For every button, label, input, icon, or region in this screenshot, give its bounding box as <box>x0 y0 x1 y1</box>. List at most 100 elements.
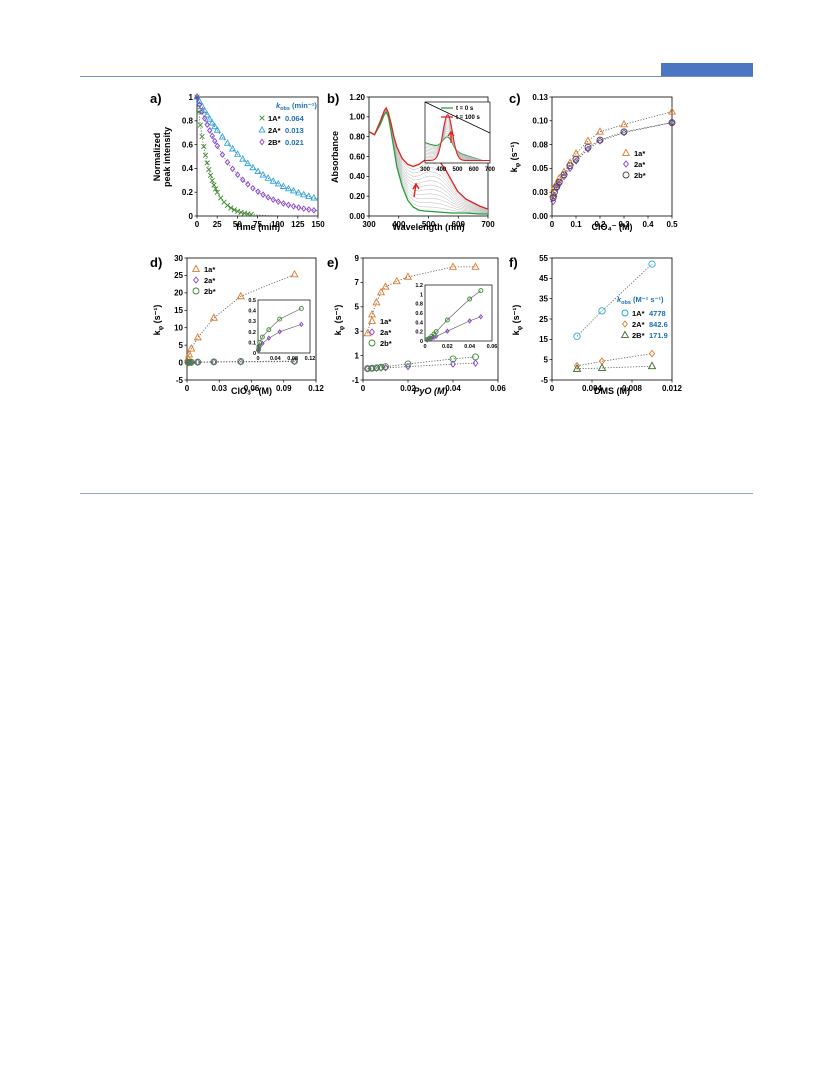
fit-curve <box>576 263 653 337</box>
data-point <box>572 155 580 163</box>
inset-y-tick-label: 0.8 <box>415 302 423 308</box>
data-point <box>368 364 376 372</box>
inset-y-tick-label: 0.1 <box>248 340 256 346</box>
legend-marker <box>258 125 266 133</box>
inset-arrow <box>447 130 455 143</box>
data-point <box>223 139 232 146</box>
data-point <box>187 344 196 352</box>
inset-x-tick-label: 600 <box>469 167 480 173</box>
legend-label: 1a* <box>380 317 391 326</box>
legend-label: 2a* <box>204 276 215 285</box>
inset-point <box>298 306 304 311</box>
data-point <box>274 179 282 187</box>
plot-frame <box>551 96 673 217</box>
data-point <box>211 122 219 130</box>
data-point <box>291 357 298 365</box>
data-point <box>449 355 457 363</box>
legend-marker <box>192 287 200 295</box>
y-tick-label: 10 <box>174 324 183 333</box>
data-point <box>224 158 231 166</box>
data-point <box>193 332 202 341</box>
data-point <box>556 180 563 188</box>
data-point <box>270 196 276 203</box>
fit-curve <box>551 122 673 202</box>
plot-frame <box>551 257 673 381</box>
legend-value: 171.9 <box>649 331 668 340</box>
legend-label: 2a* <box>380 328 391 337</box>
series-1A* <box>573 260 656 340</box>
x-axis-label: DMS (M) <box>594 386 630 396</box>
legend-label: 2B* <box>268 138 281 147</box>
inset-point <box>277 329 282 335</box>
data-point <box>595 127 605 135</box>
data-point <box>597 363 607 372</box>
x-tick-label: 700 <box>481 220 495 229</box>
x-tick-label: 600 <box>452 220 466 229</box>
data-point <box>203 110 211 118</box>
fit-curve <box>551 111 673 199</box>
x-tick-label: 0.1 <box>570 220 582 229</box>
y-tick-label: 1.00 <box>349 113 365 122</box>
data-point <box>381 282 390 290</box>
legend-label: 2A* <box>632 320 645 329</box>
data-point <box>237 358 245 365</box>
data-point <box>264 174 272 181</box>
data-point <box>209 177 215 184</box>
data-point <box>572 364 582 372</box>
data-point <box>245 180 251 188</box>
x-tick-label: 0.09 <box>276 384 292 393</box>
y-tick-label: -5 <box>541 376 549 385</box>
data-point <box>244 159 252 167</box>
legend-marker <box>621 148 631 156</box>
fit-curve <box>186 274 295 363</box>
legend-marker <box>259 138 265 146</box>
x-tick-label: 0 <box>195 220 200 229</box>
series-2b* <box>364 353 479 373</box>
data-point <box>559 167 569 175</box>
data-point <box>202 152 209 158</box>
data-point <box>619 119 629 128</box>
x-tick-label: 75 <box>253 220 262 229</box>
fit-curve <box>196 96 318 217</box>
x-tick-label: 0.012 <box>662 384 683 393</box>
data-point <box>211 182 217 188</box>
data-point <box>218 132 227 140</box>
data-point <box>550 188 558 196</box>
data-point <box>648 349 656 358</box>
y-tick-label: 0.00 <box>532 212 548 221</box>
y-tick-label: 20 <box>174 289 183 298</box>
data-point <box>231 207 237 213</box>
y-axis-label: kφ (s⁻¹) <box>152 305 165 336</box>
data-point <box>403 272 413 280</box>
data-point <box>204 121 210 128</box>
x-axis-label: ClO₄⁻ (M) <box>591 222 632 232</box>
y-axis-label: kφ (s⁻¹) <box>509 142 522 173</box>
inset-point <box>257 339 263 345</box>
data-point <box>596 136 604 144</box>
data-point <box>561 172 567 181</box>
data-point <box>289 186 298 194</box>
inset-point <box>259 334 265 340</box>
y-tick-label: 7 <box>355 278 360 287</box>
series-2b* <box>184 357 298 366</box>
data-point <box>585 145 591 153</box>
inset-x-tick-label: 400 <box>436 167 447 173</box>
y-tick-label: 30 <box>174 254 183 263</box>
x-tick-label: 0.004 <box>582 384 603 393</box>
data-point <box>224 202 231 209</box>
inset-y-tick-label: 0.4 <box>248 309 257 315</box>
data-point <box>573 157 579 165</box>
panel-label: b) <box>327 91 339 106</box>
y-tick-label: 0.03 <box>532 188 548 197</box>
y-tick-label: 0.60 <box>349 152 365 161</box>
y-tick-label: 35 <box>539 294 548 303</box>
x-tick-label: 0 <box>361 384 366 393</box>
y-tick-label: 0.20 <box>349 192 365 201</box>
data-point <box>377 363 385 371</box>
data-point <box>648 260 656 268</box>
data-point <box>239 155 247 162</box>
x-tick-label: 0 <box>550 220 555 229</box>
series-1A* <box>194 94 318 218</box>
